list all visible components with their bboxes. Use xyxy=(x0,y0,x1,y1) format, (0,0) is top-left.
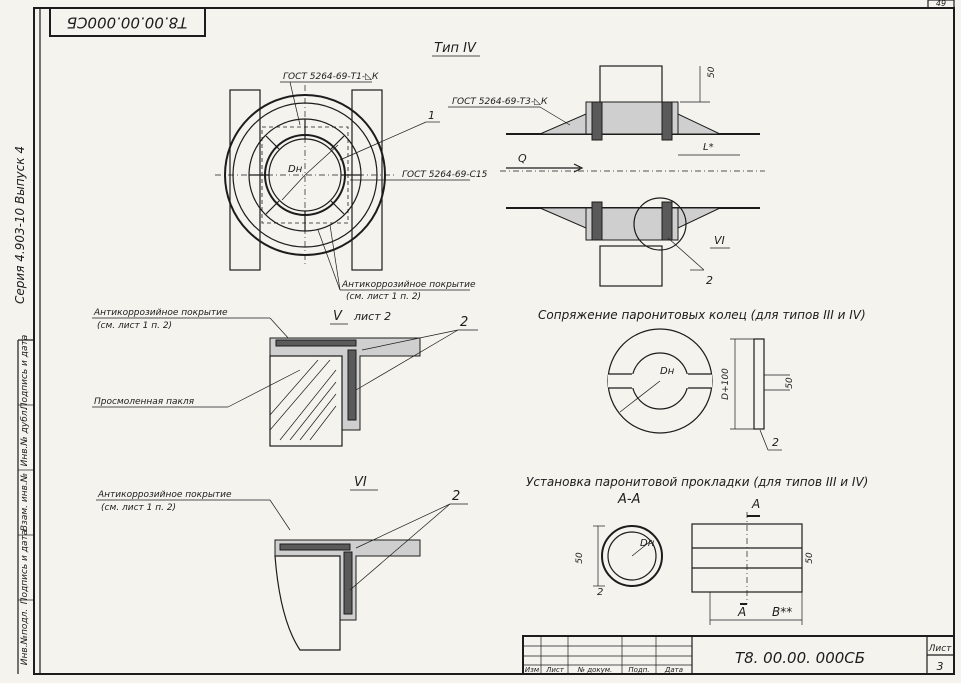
side-section-view xyxy=(500,65,765,287)
side-label-3: Взам. инв.№ xyxy=(20,473,30,531)
front-view xyxy=(215,85,395,271)
anticorr-3-label: Антикоррозийное покрытие xyxy=(97,490,232,500)
code-stamp-box xyxy=(49,7,206,37)
ring-dh-label: Dн xyxy=(660,366,675,377)
sheet-frame xyxy=(33,7,955,675)
side-label-5: Подпись и дата xyxy=(20,335,30,410)
gasket-side xyxy=(691,512,803,625)
tb-sheet-label: Лист xyxy=(928,644,953,654)
mark-a-top: А xyxy=(751,497,760,511)
dim-50-section: 50 xyxy=(575,552,585,564)
dim-50-ring: 50 xyxy=(785,377,795,389)
gasket-callout-2: 2 xyxy=(597,587,603,598)
tb-col-podp: Подп. xyxy=(628,666,649,674)
series-label: Серия 4.903-10 Выпуск 4 xyxy=(13,146,27,304)
flow-label: Q xyxy=(518,152,527,165)
gost-1-label: ГОСТ 5264-69-Т1-◺К xyxy=(283,72,379,82)
side-label-2: Подпись и дата xyxy=(20,530,30,605)
type-title: Тип IV xyxy=(434,41,477,56)
callout-1: 1 xyxy=(428,109,435,122)
anticorr-1-label: Антикоррозийное покрытие xyxy=(341,280,476,290)
side-label-1: Инв.№подл. xyxy=(20,609,30,665)
front-dh-label: Dн xyxy=(288,164,303,175)
rings-title: Сопряжение паронитовых колец (для типов … xyxy=(538,308,866,322)
tb-col-izm: Изм xyxy=(525,666,540,674)
gasket-dh-label: Dн xyxy=(640,538,655,549)
dim-50-side: 50 xyxy=(805,552,815,564)
corner-number: 49 xyxy=(936,0,946,8)
mark-a-bottom: А xyxy=(737,605,746,619)
callout-vi: VI xyxy=(714,234,725,247)
detail-v-sheet: лист 2 xyxy=(353,310,391,323)
ring-front xyxy=(607,328,713,434)
anticorr-2-ref: (см. лист 1 п. 2) xyxy=(97,321,172,331)
anticorr-3-ref: (см. лист 1 п. 2) xyxy=(101,503,176,513)
detail-v-label: V xyxy=(333,309,343,324)
oakum-label: Просмоленная пакля xyxy=(94,397,195,407)
tb-col-data: Дата xyxy=(664,666,683,674)
anticorr-1-ref: (см. лист 1 п. 2) xyxy=(346,292,421,302)
section-aa: А-А xyxy=(617,492,640,507)
tb-sheet-no: 3 xyxy=(937,660,944,673)
detail-v-callout-2: 2 xyxy=(460,315,468,330)
anticorr-2-label: Антикоррозийное покрытие xyxy=(93,308,228,318)
detail-v-drawing xyxy=(269,337,421,447)
callout-2-side: 2 xyxy=(706,274,713,287)
code-stamp-text: Т8.00.00.000СБ xyxy=(67,14,188,32)
tb-code: Т8. 00.00. 000СБ xyxy=(735,649,865,667)
dim-d100: D+100 xyxy=(721,368,731,400)
gasket-section xyxy=(593,525,663,587)
detail-vi-callout-2: 2 xyxy=(452,489,460,504)
tb-col-dokum: № докум. xyxy=(577,666,613,674)
tb-col-list: Лист xyxy=(545,666,565,674)
install-title: Установка паронитовой прокладки (для тип… xyxy=(526,475,868,489)
dim-50-top: 50 xyxy=(707,66,717,78)
detail-vi-label: VI xyxy=(354,475,367,490)
gost-3-label: ГОСТ 5264-69-С15 xyxy=(402,170,488,180)
dim-b-label: В** xyxy=(772,605,792,619)
detail-vi-drawing xyxy=(274,539,421,651)
ring-side xyxy=(730,338,790,430)
ring-callout-2: 2 xyxy=(772,436,779,449)
dim-l-label: L* xyxy=(703,142,714,153)
corner-box xyxy=(927,0,955,9)
title-block xyxy=(522,635,955,675)
side-label-4: Инв.№ дубл. xyxy=(20,408,30,467)
gost-2-label: ГОСТ 5264-69-Т3-◺К xyxy=(452,97,548,107)
